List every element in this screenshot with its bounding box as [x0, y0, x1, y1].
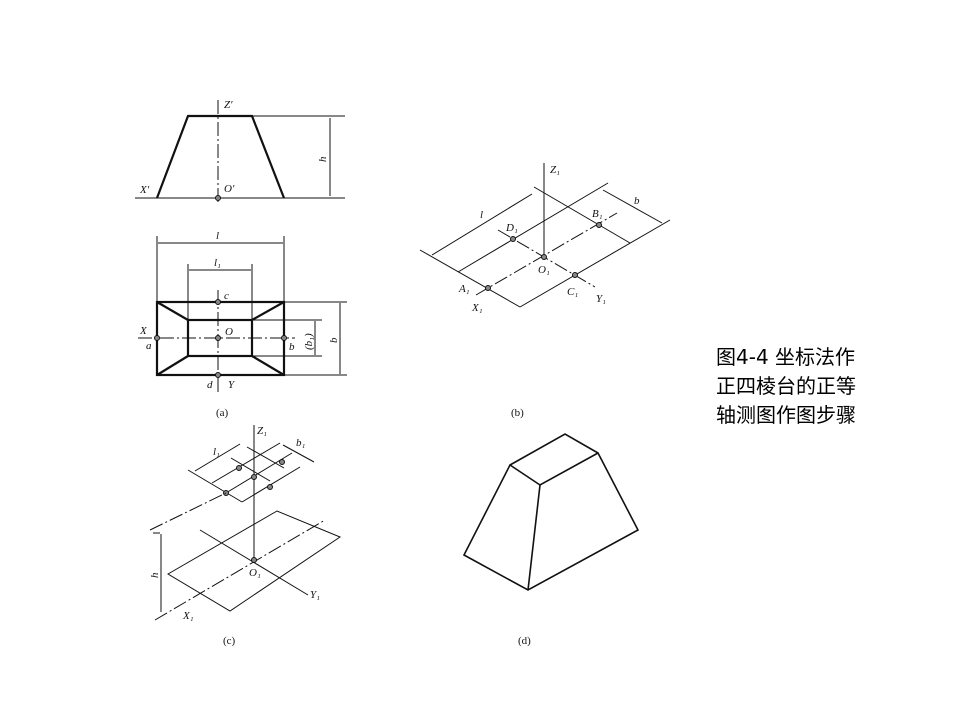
label-h: h — [149, 572, 161, 578]
label-b1: b₁ — [296, 437, 306, 449]
caption-line-2: 正四棱台的正等 — [716, 374, 856, 398]
label-b: b — [289, 341, 295, 353]
label-y1: Y₁ — [596, 293, 606, 305]
label-o: O — [225, 326, 233, 338]
label-l1: l₁ — [213, 446, 220, 458]
caption-b: (b) — [511, 407, 524, 419]
label-z1: Z₁ — [257, 425, 267, 437]
figure-c: Z₁ l₁ b₁ h O₁ X₁ Y₁ (c) — [149, 425, 342, 647]
figure-d-frustum: (d) — [462, 433, 640, 647]
label-o-prime: O′ — [224, 183, 235, 195]
label-z1: Z₁ — [550, 164, 560, 176]
figure-a-front-view: Z′ O′ X′ h — [135, 99, 345, 205]
label-x1: X₁ — [182, 610, 194, 622]
label-a1: A₁ — [458, 283, 470, 295]
label-h: h — [317, 156, 329, 162]
label-x-prime: X′ — [139, 184, 150, 196]
slide-caption: 图4-4 坐标法作 正四棱台的正等 轴测图作图步骤 — [716, 343, 856, 430]
figure-b: Z₁ l b D₁ B₁ O₁ A₁ C₁ X₁ Y₁ (b) — [419, 163, 671, 419]
label-y1: Y₁ — [310, 589, 320, 601]
figure-a-top-view: l l₁ c O X a b (b₁) b d Y (a) — [138, 230, 347, 419]
label-l: l — [216, 230, 219, 242]
label-z-prime: Z′ — [224, 99, 233, 111]
caption-a: (a) — [216, 407, 229, 419]
label-l: l — [480, 209, 483, 221]
label-x1: X₁ — [471, 302, 483, 314]
label-y: Y — [228, 379, 236, 391]
label-x: X — [139, 325, 148, 337]
label-c1: C₁ — [567, 286, 578, 298]
caption-c: (c) — [223, 635, 236, 647]
label-d: d — [207, 379, 213, 391]
label-l1: l₁ — [214, 257, 221, 269]
label-b1: B₁ — [592, 208, 603, 220]
label-b-dim: b — [328, 337, 340, 343]
label-o1: O₁ — [538, 264, 550, 276]
label-d1: D₁ — [505, 222, 518, 234]
label-c: c — [224, 290, 229, 302]
label-b1: (b₁) — [303, 333, 315, 350]
caption-line-1: 图4-4 坐标法作 — [716, 345, 856, 369]
caption-d: (d) — [518, 635, 531, 647]
caption-line-3: 轴测图作图步骤 — [716, 403, 856, 427]
label-o1: O₁ — [249, 567, 261, 579]
label-b: b — [634, 195, 640, 207]
label-a: a — [146, 340, 152, 352]
